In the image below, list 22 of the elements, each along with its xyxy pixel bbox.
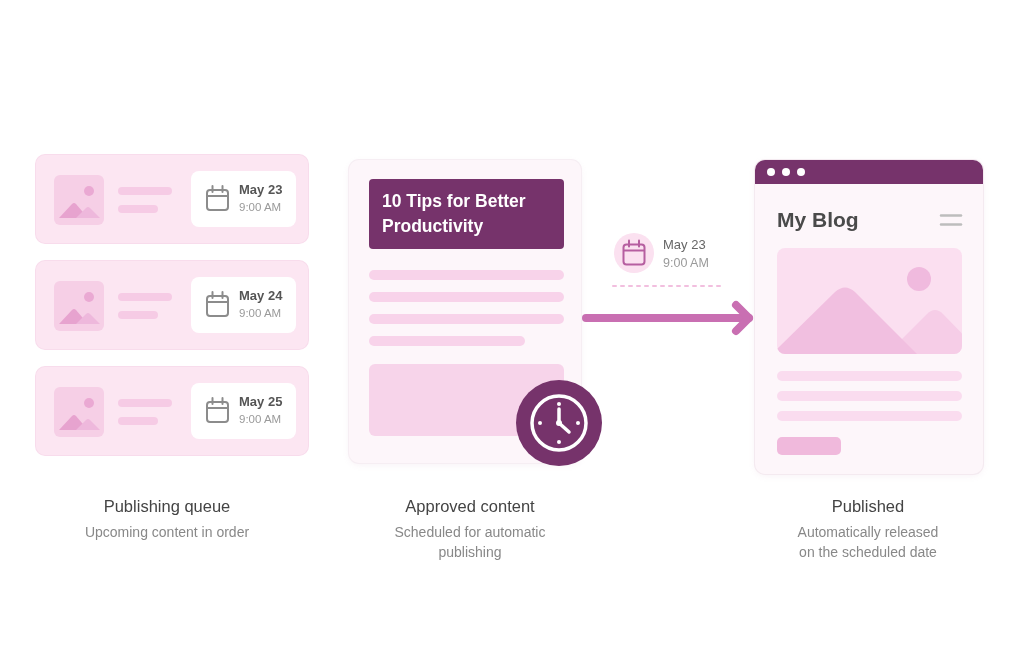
time-text: 9:00 AM xyxy=(663,255,709,271)
queue-card xyxy=(36,367,308,455)
browser-window xyxy=(755,160,983,474)
arrow xyxy=(582,301,753,335)
blog-title: My Blog xyxy=(777,207,859,233)
document-card xyxy=(349,160,581,463)
date-text: May 23 xyxy=(239,182,283,198)
queue-card xyxy=(36,155,308,243)
time-text: 9:00 AM xyxy=(239,200,282,214)
caption-text: Automatically released on the scheduled date xyxy=(796,523,940,562)
caption-text: Upcoming content in order xyxy=(83,523,251,542)
caption-title: Published xyxy=(830,496,906,516)
caption-text: Scheduled for automatic publishing xyxy=(393,523,547,562)
time-text: 9:00 AM xyxy=(239,412,282,426)
article-title-banner: 10 Tips for Better Productivity xyxy=(369,179,564,249)
caption-title: Approved content xyxy=(404,496,536,516)
caption-title: Publishing queue xyxy=(102,496,232,516)
time-text: 9:00 AM xyxy=(239,306,282,320)
date-text: May 24 xyxy=(239,288,283,304)
date-text: May 25 xyxy=(239,394,283,410)
date-text: May 23 xyxy=(663,237,706,253)
queue-card xyxy=(36,261,308,349)
